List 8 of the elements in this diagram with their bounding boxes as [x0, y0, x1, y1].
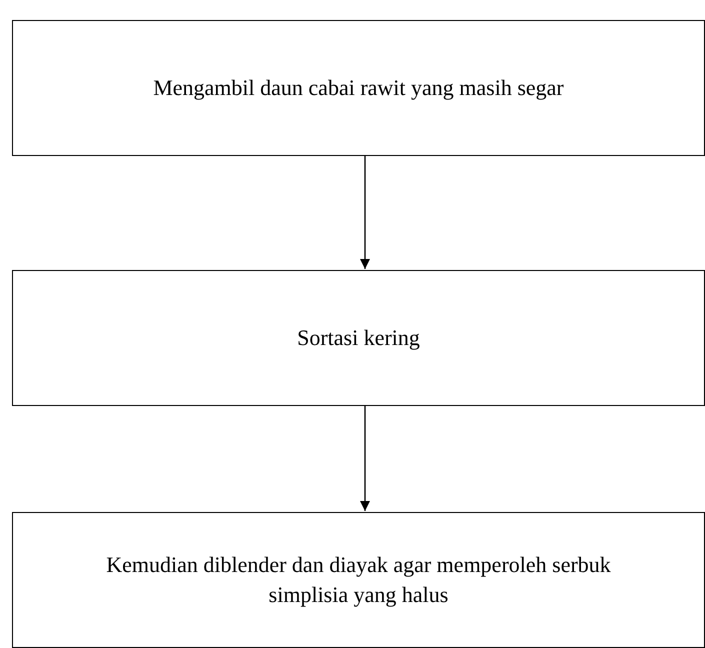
- arrow: [360, 406, 370, 511]
- process-box: [12, 20, 705, 156]
- step-text: Mengambil daun cabai rawit yang masih segar: [153, 74, 564, 102]
- step-text: Kemudian diblender dan diayak agar memperoleh serbuk simplisia yang halus: [105, 551, 612, 609]
- process-box: [12, 270, 705, 406]
- arrow: [360, 156, 370, 269]
- process-box: [12, 512, 705, 648]
- step-text: Sortasi kering: [297, 324, 420, 352]
